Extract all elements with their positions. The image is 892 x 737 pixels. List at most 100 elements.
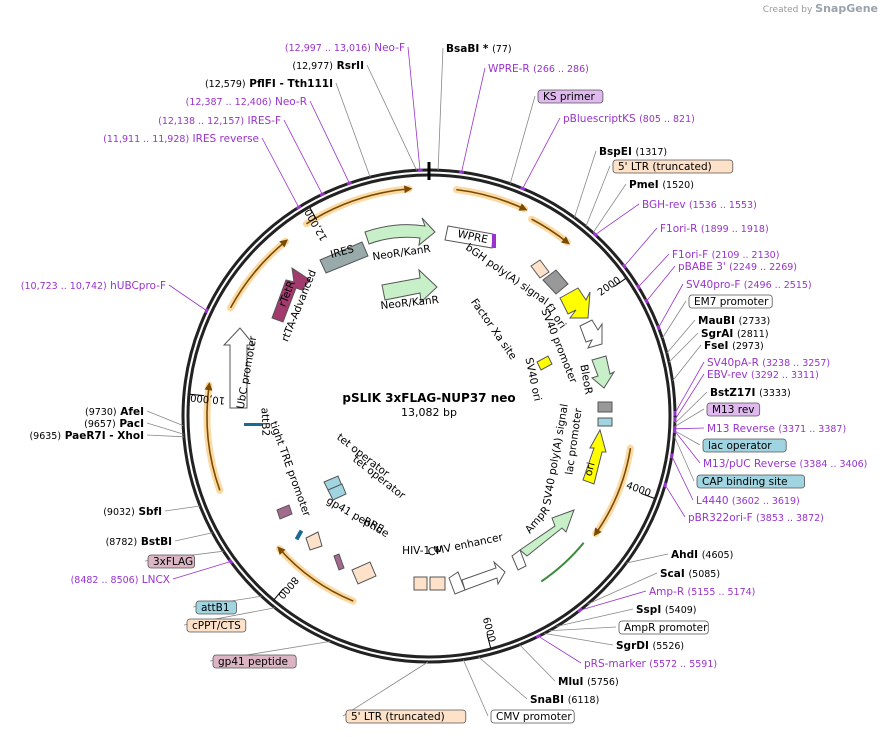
map-label-bspei[interactable]: BspEI (1317) (574, 146, 667, 218)
map-label-pflfi[interactable]: (12,579) PflFI - Tth111I (205, 78, 371, 178)
map-label-sv40pro-f[interactable]: SV40pro-F (2496 .. 2515) (656, 279, 812, 331)
map-label-wpre-r[interactable]: WPRE-R (266 .. 286) (458, 63, 589, 174)
map-label-f1ori-r[interactable]: F1ori-R (1899 .. 1918) (621, 223, 769, 270)
map-label-f1ori-f[interactable]: F1ori-F (2109 .. 2130) (635, 249, 780, 290)
feature-hiv-psi[interactable] (413, 576, 446, 591)
feature-wpre[interactable] (444, 225, 496, 249)
map-label-m13-rev-box[interactable]: M13 rev (674, 402, 761, 427)
feature-ori-arrow[interactable] (582, 428, 607, 485)
map-label-ires-f[interactable]: (12,138 .. 12,157) IRES-F (158, 115, 326, 197)
map-label-amp-r[interactable]: Amp-R (5155 .. 5174) (577, 586, 755, 613)
map-label-pbluescriptks[interactable]: pBluescriptKS (805 .. 821) (519, 113, 695, 191)
map-label-prs-marker[interactable]: pRS-marker (5572 .. 5591) (535, 633, 717, 670)
map-label-cap-binding-site[interactable]: CAP binding site (673, 435, 805, 489)
map-label-pbr322ori-f[interactable]: pBR322ori-F (3853 .. 3872) (663, 482, 824, 524)
feature-f1-ori[interactable] (542, 269, 569, 295)
map-label-neo-r[interactable]: (12,387 .. 12,406) Neo-R (186, 96, 353, 186)
map-label-gp41-box[interactable]: gp41 peptide (209, 640, 331, 669)
feature-rre[interactable] (351, 561, 377, 585)
map-label-pmei[interactable]: PmeI (1520) (592, 179, 694, 233)
label-box (537, 89, 604, 104)
leader-line (595, 203, 640, 236)
map-label-bstbi[interactable]: (8782) BstBI (106, 532, 213, 548)
label-text: (9032) SbfI (103, 506, 162, 518)
map-label-scai[interactable]: ScaI (5085) (587, 568, 720, 605)
feature-label-bleor: BleoR (577, 364, 594, 396)
map-label-3xflag[interactable]: 3xFLAG (144, 550, 224, 569)
feature-rtetr[interactable] (271, 266, 311, 323)
map-label-5ltr-bottom[interactable]: 5' LTR (truncated) (342, 661, 467, 724)
feature-gp41-small[interactable] (333, 553, 345, 571)
feature-ubc-promoter-arrow[interactable] (222, 327, 256, 409)
feature-bgh-polya[interactable] (530, 259, 550, 279)
label-text: M13/pUC Reverse (3384 .. 3406) (703, 458, 867, 470)
map-label-m13-puc-reverse[interactable]: M13/pUC Reverse (3384 .. 3406) (672, 428, 867, 470)
map-label-fsei[interactable]: FseI (2973) (672, 340, 764, 382)
feature-neor-kanr-inner[interactable] (381, 268, 438, 304)
map-label-ks-primer[interactable]: KS primer (509, 89, 604, 184)
map-label-ires-reverse[interactable]: (11,911 .. 11,928) IRES reverse (103, 133, 302, 210)
feature-cmv-enhancer-arrow[interactable] (448, 560, 506, 595)
map-label-rsrii[interactable]: (12,977) RsrII (292, 60, 417, 171)
feature-sv40-promoter-arrow[interactable] (559, 287, 591, 319)
feature-tre-small[interactable] (276, 504, 323, 551)
map-label-cmv-promoter-box[interactable]: CMV promoter (462, 659, 575, 724)
map-label-em7-promoter[interactable]: EM7 promoter (662, 294, 773, 339)
feature-ires[interactable] (319, 241, 369, 274)
label-coord: (2733) (739, 316, 771, 327)
map-label-maubi[interactable]: MauBI (2733) (666, 315, 771, 354)
label-box (195, 600, 237, 615)
label-coord: (1520) (662, 180, 694, 191)
map-label-pbabe3[interactable]: pBABE 3' (2249 .. 2269) (644, 261, 797, 304)
map-label-sv40pa-r[interactable]: SV40pA-R (3238 .. 3257) (673, 357, 830, 416)
map-label-ebv-rev[interactable]: EBV-rev (3292 .. 3311) (673, 369, 819, 422)
map-label-afei[interactable]: (9730) AfeI (85, 406, 184, 426)
map-label-snabi[interactable]: SnaBI (6118) (478, 656, 600, 706)
label-coord: (2109 .. 2130) (712, 250, 780, 261)
tick-mark (273, 588, 284, 600)
map-label-sspi[interactable]: SspI (5409) (556, 604, 697, 627)
feature-lac-small[interactable] (294, 529, 304, 541)
map-label-5ltr-top[interactable]: 5' LTR (truncated) (585, 159, 734, 227)
feature-sv40-ori-box[interactable] (536, 355, 553, 371)
feature-ampr-promoter-arrow[interactable] (511, 549, 527, 571)
map-label-sgrdi[interactable]: SgrDI (5526) (544, 632, 684, 652)
map-label-sgrai[interactable]: SgrAI (2811) (668, 328, 769, 363)
feature-small-gray[interactable] (597, 401, 613, 427)
map-label-ampr-promoter[interactable]: AmpR promoter (548, 620, 709, 635)
leader-line (146, 422, 184, 435)
map-label-cppt-cts[interactable]: cPPT/CTS (183, 607, 276, 633)
label-name: BsaBI * (446, 43, 489, 55)
map-label-bgh-rev[interactable]: BGH-rev (1536 .. 1553) (592, 199, 757, 238)
map-label-bstz17i[interactable]: BstZ17I (3333) (674, 387, 791, 424)
map-label-hubcpro-f[interactable]: (10,723 .. 10,742) hUBCpro-F (21, 280, 210, 314)
feature-neor-kanr-outer[interactable] (364, 217, 436, 247)
leader-line (587, 572, 658, 605)
map-label-ahdi[interactable]: AhdI (4605) (626, 549, 733, 564)
map-label-l4440[interactable]: L4440 (3602 .. 3619) (669, 453, 800, 507)
map-label-neo-f[interactable]: (12,997 .. 13,016) Neo-F (285, 42, 423, 172)
map-label-sbfi[interactable]: (9032) SbfI (103, 505, 201, 518)
map-label-bsabi[interactable]: BsaBI * (77) (437, 43, 512, 171)
label-text: (12,579) PflFI - Tth111I (205, 78, 333, 90)
leader-line (674, 430, 701, 446)
label-name: pBR322ori-F (688, 512, 753, 524)
primer-mark (519, 186, 526, 191)
feature-bleor-arrow[interactable] (590, 355, 616, 389)
map-label-paer7i[interactable]: (9635) PaeR7I - XhoI (29, 430, 184, 442)
map-label-paci[interactable]: (9657) PacI (84, 418, 184, 435)
feature-tet-operator[interactable] (323, 475, 347, 501)
feature-ampr-arrow[interactable] (519, 509, 575, 557)
feature-em7-arrow[interactable] (579, 319, 603, 349)
orf-arc-halo (227, 237, 290, 312)
tick-label: 10,000 (190, 391, 226, 405)
map-label-m13-reverse[interactable]: M13 Reverse (3371 .. 3387) (673, 423, 847, 435)
map-label-mlui[interactable]: MluI (5756) (519, 644, 619, 688)
leader-line (674, 391, 708, 424)
feature-label-hiv1-psi: HIV-1 Ψ (402, 545, 442, 557)
map-label-lncx[interactable]: (8482 .. 8506) LNCX (71, 558, 234, 586)
map-label-lac-operator[interactable]: lac operator (674, 430, 787, 453)
map-label-attb1[interactable]: attB1 (192, 595, 262, 615)
feature-attb2-mark[interactable] (244, 423, 262, 426)
label-name: Neo-F (374, 42, 405, 54)
